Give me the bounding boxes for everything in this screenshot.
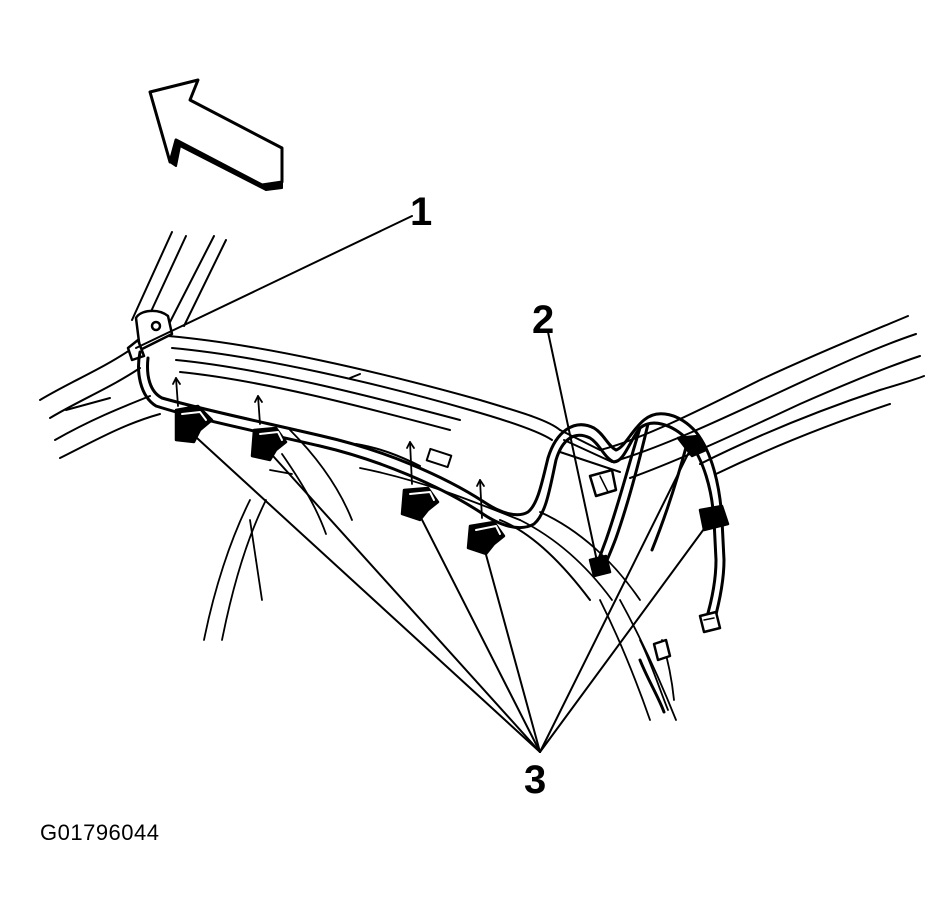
retainer-clip (466, 520, 506, 556)
wiring-harness (137, 350, 726, 714)
callout-3: 3 (524, 758, 547, 802)
callout-2: 2 (532, 298, 555, 342)
harness-connector-2 (588, 468, 618, 578)
direction-arrow-icon (148, 78, 284, 191)
harness-connector-1 (126, 309, 174, 362)
retainer-clip (250, 426, 288, 462)
roof-panel (167, 315, 925, 601)
harness-retainer-clips (172, 377, 730, 556)
retainer-clip (400, 486, 440, 522)
roof-pillar (131, 231, 227, 327)
figure-id: G01796044 (40, 820, 160, 845)
roof-rail-left (39, 349, 161, 459)
callout-leader-lines (135, 215, 713, 753)
harness-pigtail-connector (652, 610, 722, 662)
callout-1: 1 (410, 190, 433, 234)
retainer-clip (174, 404, 214, 444)
